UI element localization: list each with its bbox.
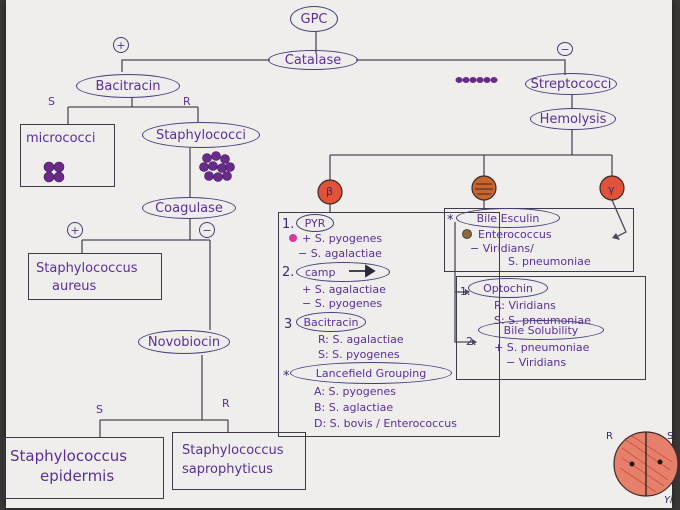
novobiocin-node: Novobiocin [138, 330, 230, 354]
beta-star: * [283, 369, 290, 384]
coagulase-label: Coagulase [155, 200, 223, 216]
alpha-bile-esculin-negative-1: − Viridians/ [470, 242, 534, 255]
alpha-bile-esculin-test: Bile Esculin [456, 208, 560, 228]
alpha-n1: 1. [460, 285, 471, 298]
catalase-positive-sign: + [113, 37, 129, 53]
alpha-bile-solubility-test: Bile Solubility [478, 320, 604, 340]
beta-camp-negative: − S. pyogenes [302, 297, 383, 310]
signature: Yi [664, 495, 673, 506]
alpha-bile-solubility-negative: − Viridians [506, 356, 567, 369]
catalase-negative-sign: − [557, 42, 573, 56]
bacitracin-node: Bacitracin [76, 74, 180, 98]
alpha-bile-solubility-positive: + S. pneumoniae [494, 341, 590, 354]
alpha-bile-esculin-positive: Enterococcus [478, 228, 552, 241]
beta-n1: 1. [282, 217, 295, 232]
beta-lancefield-b: B: S. aglactiae [314, 401, 394, 414]
staph-aureus-line2: aureus [52, 279, 97, 294]
beta-pyr-positive: + S. pyogenes [302, 232, 383, 245]
catalase-label: Catalase [284, 52, 342, 68]
coagulase-positive-sign: + [67, 222, 83, 238]
hemolysis-label: Hemolysis [539, 111, 607, 127]
gamma-symbol: γ [608, 183, 615, 196]
novobiocin-r-label: R [222, 397, 230, 410]
beta-bacitracin-r: R: S. agalactiae [318, 333, 404, 346]
beta-lancefield-d: D: S. bovis / Enterococcus [314, 417, 457, 430]
alpha-star: * [447, 213, 454, 228]
micrococci-label: micrococci [26, 131, 96, 146]
micrococci-box [20, 124, 115, 187]
plate-s-label: S [667, 431, 674, 442]
staph-aureus-line1: Staphylococcus [36, 261, 138, 276]
staphylococci-node: Staphylococci [142, 122, 260, 148]
beta-camp-test: camp [296, 262, 390, 282]
staph-epidermis-line2: epidermis [40, 467, 115, 485]
alpha-n2: 2. [466, 335, 477, 348]
alpha-followup-box [456, 276, 646, 380]
beta-bacitracin-test: Bacitracin [296, 312, 366, 332]
alpha-optochin-test: Optochin [468, 278, 548, 298]
gpc-label: GPC [300, 11, 328, 27]
plate-r-label: R [606, 431, 613, 442]
staph-epidermis-line1: Staphylococcus [10, 447, 128, 465]
beta-pyr-test: PYR [296, 214, 334, 232]
coagulase-negative-sign: − [199, 222, 215, 238]
hemolysis-node: Hemolysis [530, 108, 616, 130]
novobiocin-label: Novobiocin [147, 334, 221, 350]
gpc-root-node: GPC [290, 6, 338, 32]
streptococci-node: Streptococci [525, 73, 617, 95]
alpha-bile-esculin-negative-2: S. pneumoniae [508, 255, 591, 268]
beta-bacitracin-s: S: S. pyogenes [318, 348, 400, 361]
beta-pyr-negative: − S. agalactiae [298, 247, 382, 260]
beta-symbol: β [326, 185, 334, 198]
staph-epidermis-box [4, 437, 164, 499]
bacitracin-r-label: R [183, 95, 191, 108]
staph-saprophyticus-line1: Staphylococcus [182, 443, 284, 458]
alpha-hemolytic-box [444, 208, 634, 272]
staph-saprophyticus-box [172, 432, 306, 490]
bacitracin-s-label: S [48, 95, 55, 108]
beta-lancefield-test: Lancefield Grouping [290, 362, 452, 384]
novobiocin-s-label: S [96, 403, 103, 416]
staphylococci-label: Staphylococci [155, 127, 247, 143]
streptococci-label: Streptococci [530, 76, 612, 92]
beta-n3: 3 [284, 317, 293, 332]
beta-camp-positive: + S. agalactiae [302, 283, 386, 296]
beta-lancefield-a: A: S. pyogenes [314, 385, 396, 398]
coagulase-node: Coagulase [142, 197, 236, 219]
catalase-node: Catalase [268, 50, 358, 70]
staph-aureus-box [28, 253, 162, 300]
alpha-optochin-r: R: Viridians [494, 299, 556, 312]
beta-n2: 2. [282, 265, 295, 280]
staph-saprophyticus-line2: saprophyticus [182, 462, 274, 477]
bacitracin-label: Bacitracin [95, 78, 161, 94]
